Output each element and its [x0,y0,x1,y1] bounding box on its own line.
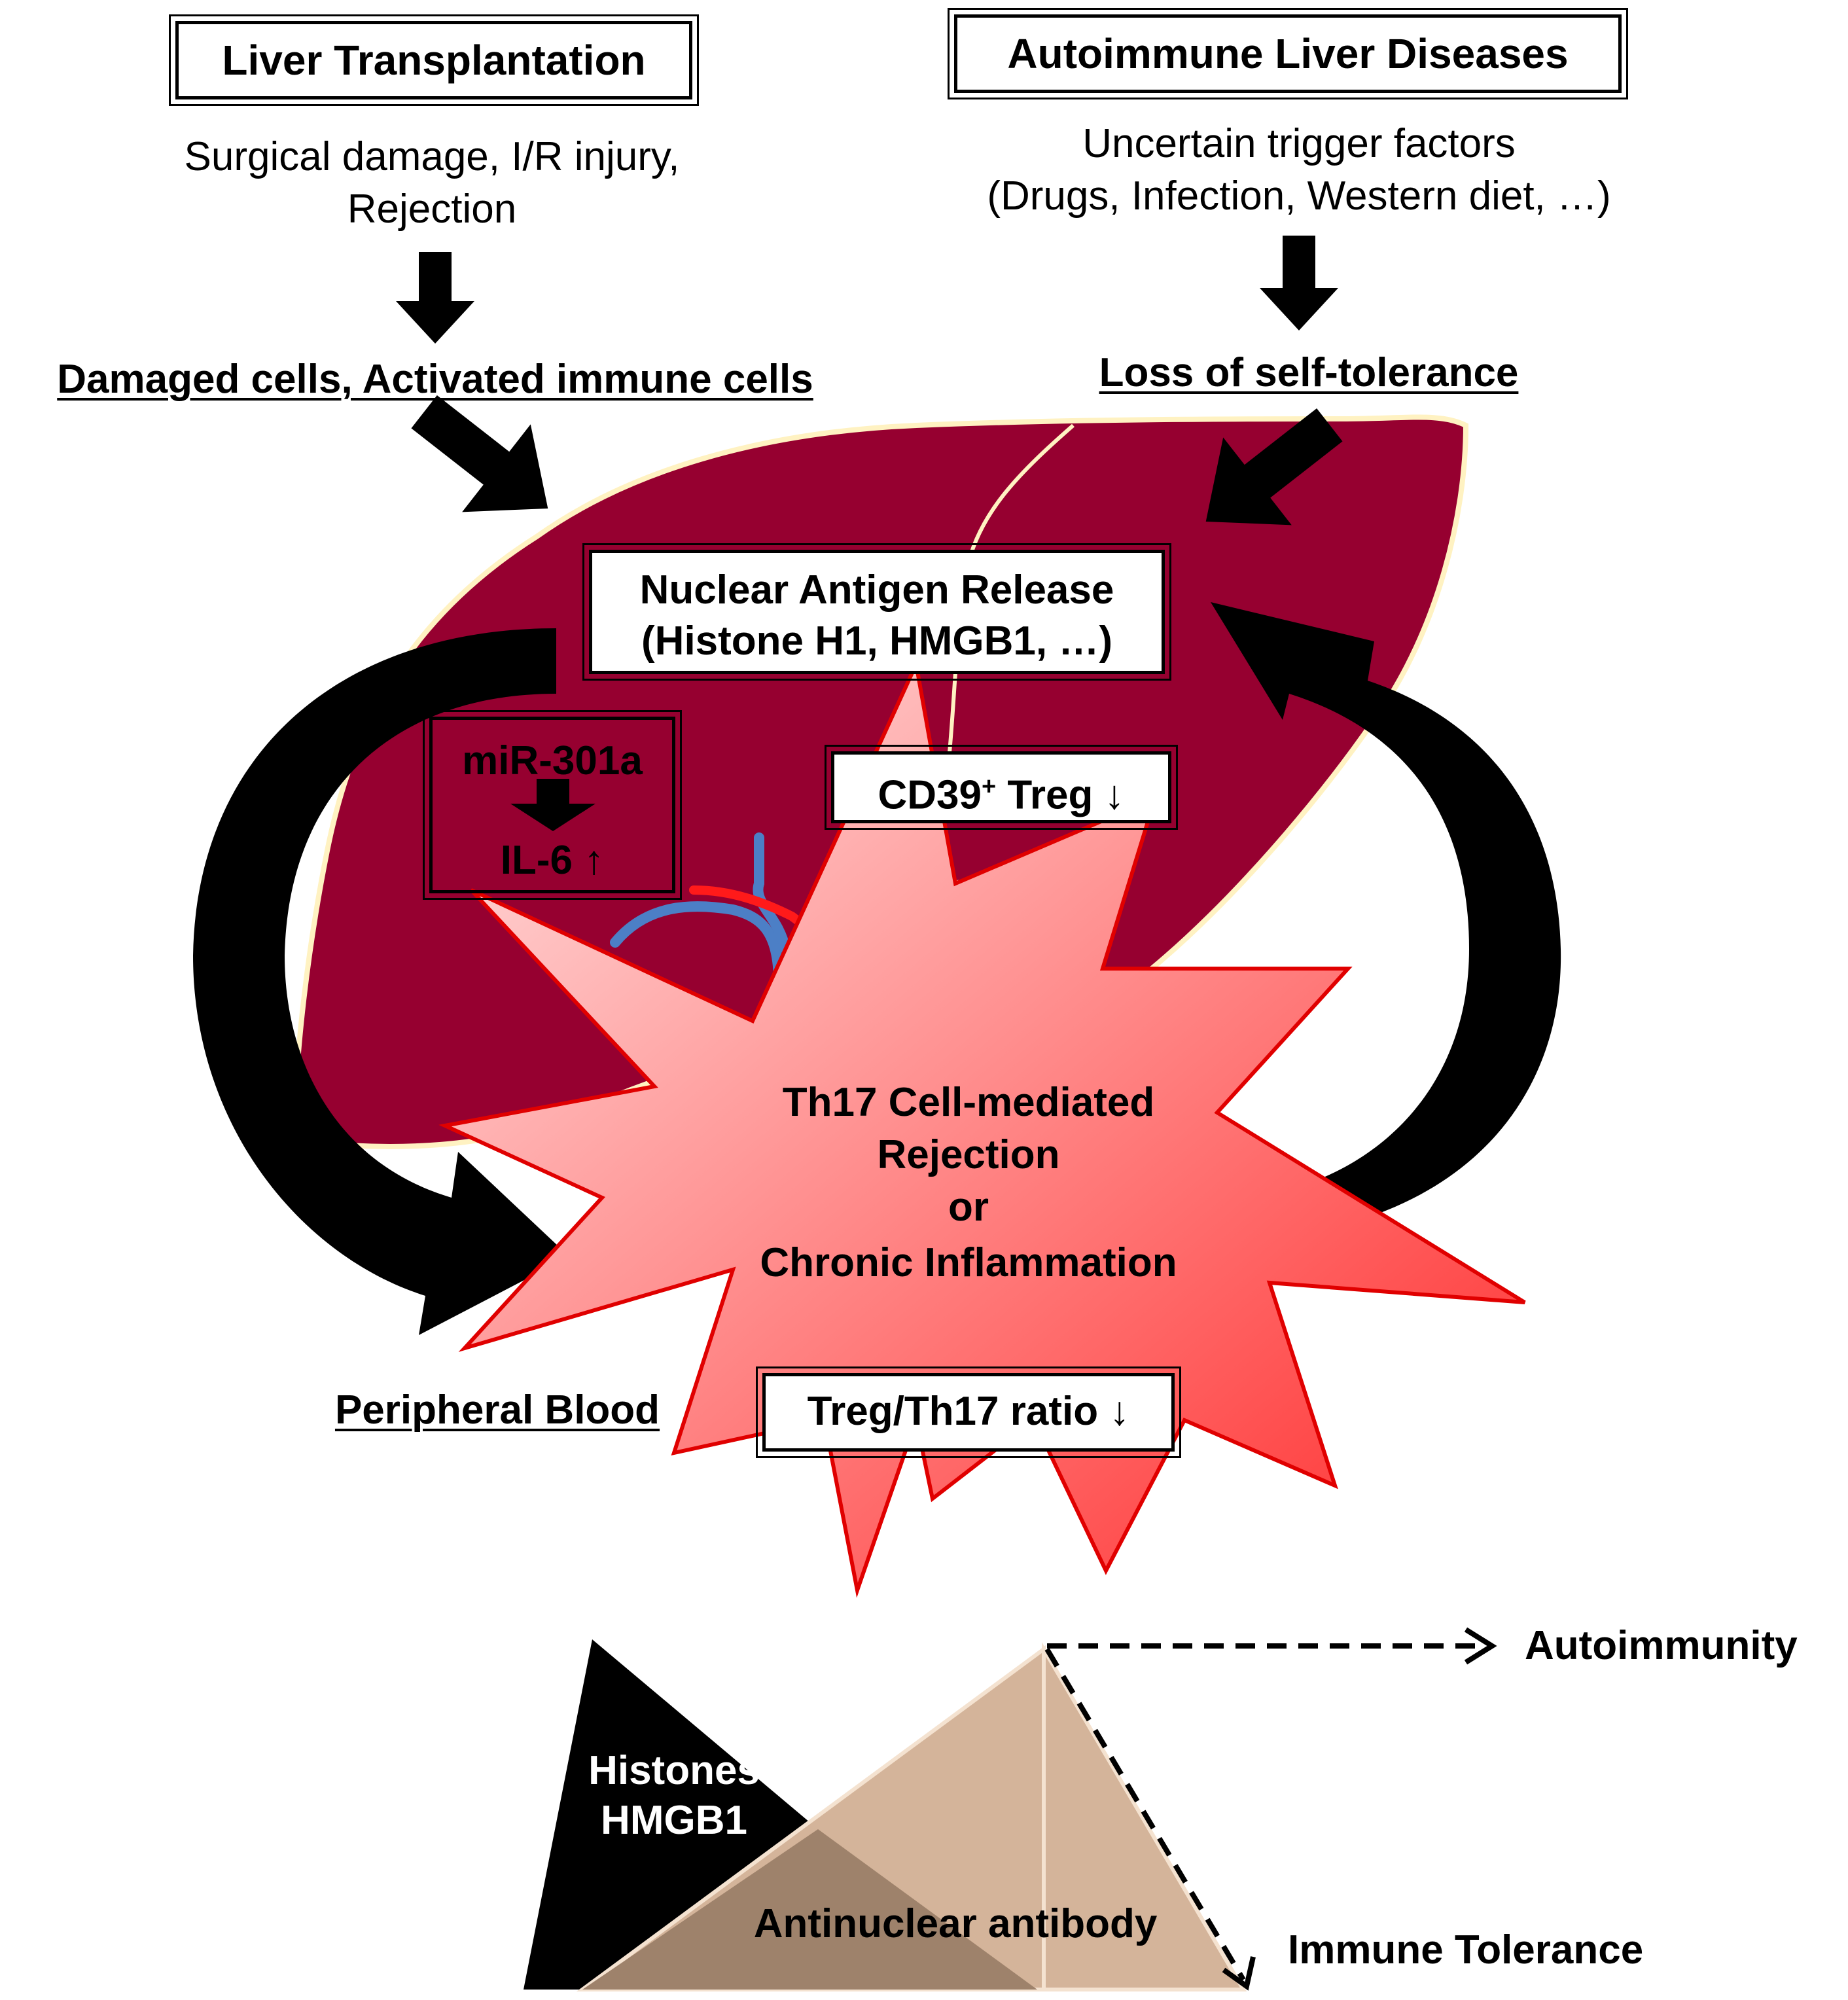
tolerance-dashed-arrow [1044,1647,1246,1982]
nuclear-antigen-line1: Nuclear Antigen Release [639,567,1114,613]
damaged-cells-label: Damaged cells, Activated immune cells [57,357,813,402]
autoimmune-diseases-box: Autoimmune Liver Diseases [948,8,1628,99]
tolerance-arrowhead [1222,1956,1256,1991]
histones-label: Histones [588,1748,760,1793]
burst-line1: Th17 Cell-mediated [782,1080,1155,1125]
mir-301a-label: miR-301a [462,738,643,783]
cd39-suffix: Treg ↓ [996,772,1125,818]
liver-transplantation-title: Liver Transplantation [222,37,646,84]
inflammation-burst [438,658,1526,1598]
burst-line2: Rejection [877,1132,1060,1177]
liver-transplantation-box: Liver Transplantation [169,14,699,106]
antinuclear-antibody-label: Antinuclear antibody [753,1901,1158,1946]
arrow-diagonal-right [1205,408,1343,526]
nuclear-antigen-box: Nuclear Antigen Release (Histone H1, HMG… [582,543,1171,681]
cd39-superscript: + [981,773,997,800]
loss-self-tolerance-label: Loss of self-tolerance [1099,350,1519,395]
immune-tolerance-label: Immune Tolerance [1288,1927,1644,1973]
autoimmunity-label: Autoimmunity [1525,1623,1798,1668]
transplant-causes-line1: Surgical damage, I/R injury, [184,134,680,179]
autoimmunity-arrowhead [1464,1627,1497,1665]
arrow-down-left [396,252,474,344]
autoimmune-diseases-title: Autoimmune Liver Diseases [1007,30,1569,77]
treg-th17-label: Treg/Th17 ratio ↓ [807,1389,1130,1434]
mir-301a-box: miR-301a IL-6 ↑ [423,710,682,900]
nuclear-antigen-line2: (Histone H1, HMGB1, …) [641,618,1112,664]
arrow-down-right [1260,236,1338,330]
burst-line3: or [948,1185,989,1230]
tan-triangle-right [1042,1641,1247,1991]
cd39-treg-box: CD39+ Treg ↓ [825,745,1178,830]
il6-label: IL-6 ↑ [500,838,605,883]
mir-arrow-down [510,779,595,831]
cd39-prefix: CD39 [878,772,982,818]
transplant-causes-line2: Rejection [347,187,517,232]
cd39-treg-label: CD39+ Treg ↓ [834,755,1168,828]
autoimmune-causes-line1: Uncertain trigger factors [1082,121,1516,166]
peripheral-blood-label: Peripheral Blood [334,1387,660,1433]
arrow-diagonal-left [411,395,548,512]
autoimmune-causes-line2: (Drugs, Infection, Western diet, …) [987,173,1611,219]
hmgb1-label: HMGB1 [601,1798,747,1843]
left-cycle-arrow [193,628,569,1335]
treg-th17-box: Treg/Th17 ratio ↓ [756,1366,1181,1458]
burst-line4: Chronic Inflammation [760,1240,1177,1285]
right-cycle-arrow [1211,602,1561,1237]
overlap-triangle [582,1829,1037,1990]
